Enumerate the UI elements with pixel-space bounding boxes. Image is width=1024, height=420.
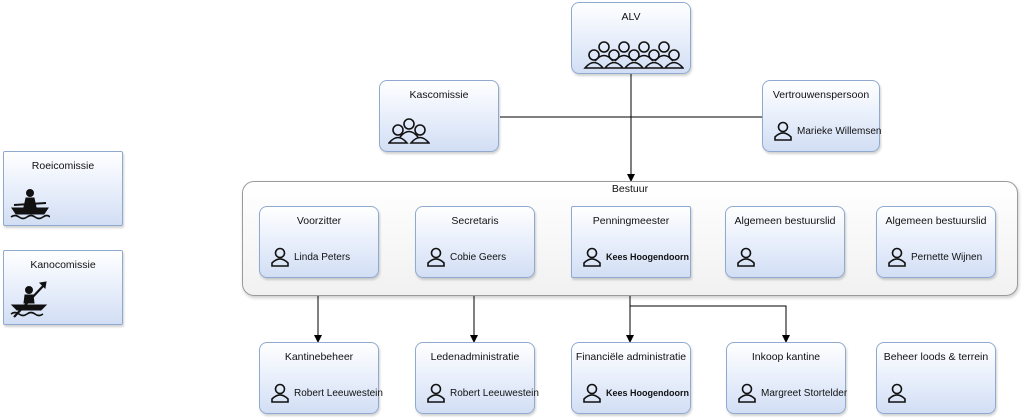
person-name: Pernette Wijnen <box>911 251 983 263</box>
person-row: Linda Peters <box>270 247 350 267</box>
person-name: Kees Hoogendoorn <box>606 252 690 262</box>
kantinebeheer-node[interactable]: Kantinebeheer Robert Leeuwestein <box>259 342 383 414</box>
person-icon <box>427 247 445 267</box>
ledenadministratie-title: Ledenadministratie <box>430 351 520 363</box>
vertrouwenspersoon-node[interactable]: Vertrouwenspersoon Marieke Willemsen <box>762 80 881 152</box>
inkoop-kantine-node[interactable]: Inkoop kantine Margreet Stortelder <box>726 342 847 414</box>
person-icon <box>427 383 445 403</box>
person-name: Margreet Stortelder <box>761 387 848 399</box>
person-row: Kees Hoogendoorn <box>582 383 689 403</box>
kantinebeheer-title: Kantinebeheer <box>284 351 354 363</box>
roeicomissie-title: Roeicomissie <box>31 160 95 172</box>
person-row: Margreet Stortelder <box>737 383 847 403</box>
person-row: Pernette Wijnen <box>887 247 982 267</box>
bestuur-title: Bestuur <box>611 183 649 195</box>
beheer-loods-terrein-node[interactable]: Beheer loods & terrein <box>876 342 996 414</box>
penningmeester-node[interactable]: Penningmeester Kees Hoogendoorn <box>571 206 691 278</box>
penningmeester-title: Penningmeester <box>592 215 670 227</box>
person-icon <box>583 383 601 403</box>
alv-node[interactable]: ALV <box>571 2 691 74</box>
person-icon <box>888 383 906 403</box>
algemeen-bestuurslid-2-title: Algemeen bestuurslid <box>885 215 987 227</box>
algemeen-bestuurslid-1-node[interactable]: Algemeen bestuurslid <box>725 206 845 278</box>
rowing-boat-icon <box>10 189 50 220</box>
person-name: Cobie Geers <box>450 251 507 263</box>
beheer-loods-terrein-title: Beheer loods & terrein <box>883 351 989 363</box>
person-name: Robert Leeuwestein <box>294 387 383 399</box>
voorzitter-node[interactable]: Voorzitter Linda Peters <box>259 206 379 278</box>
financiele-administratie-node[interactable]: Financiële administratie Kees Hoogendoor… <box>571 342 691 414</box>
secretaris-node[interactable]: Secretaris Cobie Geers <box>415 206 535 278</box>
kanocomissie-node[interactable]: Kanocomissie <box>3 250 123 325</box>
person-row: Robert Leeuwestein <box>426 383 539 403</box>
kascomissie-title: Kascomissie <box>409 89 469 101</box>
alv-title: ALV <box>621 11 641 23</box>
secretaris-title: Secretaris <box>451 215 499 227</box>
group-of-people-icon <box>583 41 684 69</box>
person-name: Marieke Willemsen <box>797 125 882 137</box>
algemeen-bestuurslid-2-node[interactable]: Algemeen bestuurslid Pernette Wijnen <box>876 206 996 278</box>
vertrouwenspersoon-title: Vertrouwenspersoon <box>772 89 870 101</box>
kanocomissie-title: Kanocomissie <box>30 259 96 271</box>
kayak-icon <box>10 281 48 318</box>
financiele-administratie-title: Financiële administratie <box>575 351 687 363</box>
person-row <box>887 383 911 403</box>
person-icon <box>737 247 755 267</box>
person-row: Kees Hoogendoorn <box>582 247 689 267</box>
roeicomissie-node[interactable]: Roeicomissie <box>3 151 123 226</box>
person-icon <box>738 383 756 403</box>
person-icon <box>583 247 601 267</box>
inkoop-kantine-title: Inkoop kantine <box>751 351 821 363</box>
person-icon <box>774 121 792 141</box>
ledenadministratie-node[interactable]: Ledenadministratie Robert Leeuwestein <box>415 342 539 414</box>
penningmeester-to-inkoop-arrow <box>630 305 790 343</box>
person-row: Cobie Geers <box>426 247 506 267</box>
person-name: Linda Peters <box>294 251 351 263</box>
person-row <box>736 247 760 267</box>
kascomissie-node[interactable]: Kascomissie <box>379 80 499 152</box>
algemeen-bestuurslid-1-title: Algemeen bestuurslid <box>734 215 836 227</box>
person-row: Marieke Willemsen <box>773 121 881 141</box>
person-icon <box>271 383 289 403</box>
person-row: Robert Leeuwestein <box>270 383 383 403</box>
person-name: Robert Leeuwestein <box>450 387 539 399</box>
person-icon <box>888 247 906 267</box>
person-icon <box>271 247 289 267</box>
group-of-people-icon <box>388 118 430 144</box>
voorzitter-title: Voorzitter <box>296 215 342 227</box>
person-name: Kees Hoogendoorn <box>606 388 690 398</box>
